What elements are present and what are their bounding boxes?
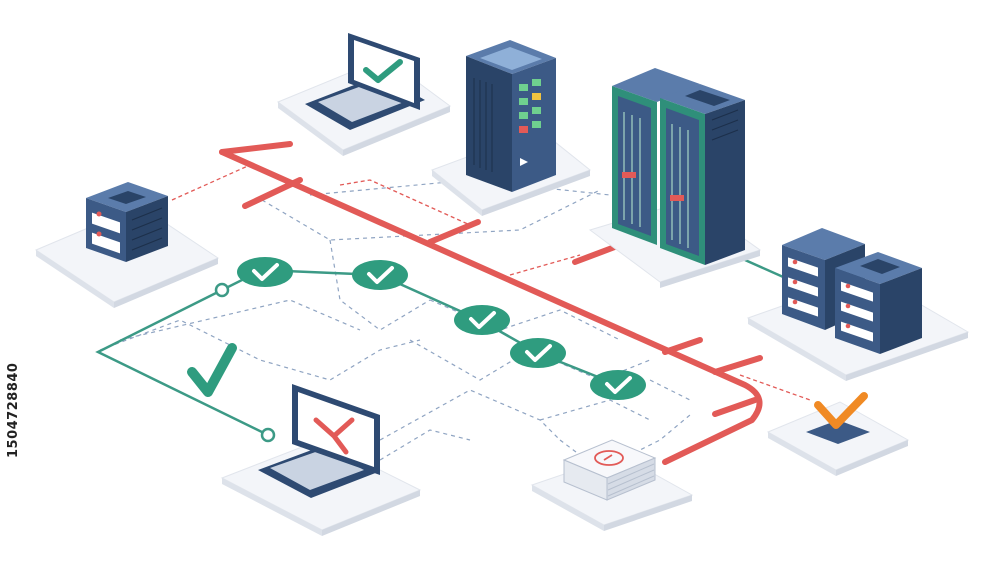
- server-small-left: [86, 182, 168, 262]
- stock-image-id: 1504728840: [6, 362, 21, 458]
- server-stack-right: [782, 228, 922, 354]
- check-badge: [510, 338, 566, 368]
- router-box: [562, 439, 657, 501]
- server-rack-pair: [612, 68, 745, 265]
- check-badge: [352, 260, 408, 290]
- laptop-top: [305, 33, 425, 130]
- check-icon: [187, 343, 237, 397]
- dashed-data-lines: [99, 179, 691, 471]
- check-icon: [814, 392, 868, 429]
- red-trunk-line: [219, 141, 763, 465]
- teal-connector-node: [260, 427, 276, 443]
- check-badge: [590, 370, 646, 400]
- check-badges: [237, 257, 646, 400]
- check-icon: [363, 59, 403, 83]
- warning-check-tile: [806, 392, 870, 444]
- teal-connector-node: [214, 282, 230, 298]
- check-badge: [454, 305, 510, 335]
- check-badge: [237, 257, 293, 287]
- red-dashed-links: [171, 164, 811, 401]
- laptop-bottom: [258, 384, 380, 498]
- alert-icon: [594, 450, 624, 466]
- server-tower-center: [466, 40, 556, 192]
- x-icon: [313, 417, 355, 455]
